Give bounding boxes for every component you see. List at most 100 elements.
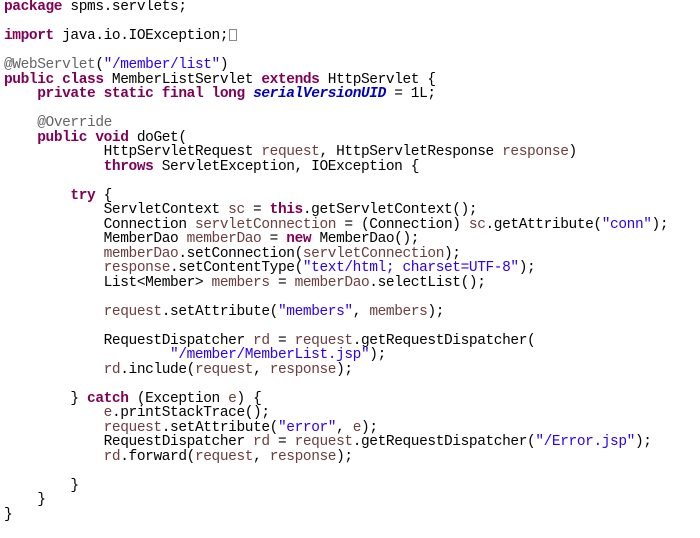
code-token-var: memberDao bbox=[186, 231, 262, 247]
code-line: public class MemberListServlet extends H… bbox=[4, 71, 694, 88]
code-token-plain bbox=[4, 449, 104, 465]
code-token-plain: } bbox=[4, 390, 88, 407]
code-token-var: response bbox=[502, 144, 569, 160]
code-token-str: "conn" bbox=[601, 216, 652, 233]
code-token-plain bbox=[245, 86, 253, 102]
code-token-plain: .setConnection( bbox=[178, 245, 303, 262]
code-token-kw: throws bbox=[103, 158, 154, 175]
code-token-str: "/member/list" bbox=[103, 57, 221, 73]
code-line: ServletContext sc = this.getServletConte… bbox=[4, 203, 694, 218]
code-line: private static final long serialVersionU… bbox=[4, 87, 694, 102]
code-line: } bbox=[4, 493, 694, 508]
code-token-plain: .getRequestDispatcher( bbox=[352, 434, 536, 450]
code-line: request.setAttribute("members", members)… bbox=[4, 303, 694, 320]
code-token-plain: .printStackTrace(); bbox=[111, 405, 270, 421]
code-line: } bbox=[4, 478, 694, 494]
code-line: ​ bbox=[4, 464, 694, 479]
code-token-var: request bbox=[103, 419, 163, 436]
code-token-var: sc bbox=[228, 202, 245, 218]
code-token-plain: } bbox=[4, 492, 46, 508]
code-line: e.printStackTrace(); bbox=[4, 406, 694, 421]
code-token-plain bbox=[4, 86, 37, 102]
code-token-plain: ServletContext bbox=[4, 202, 229, 218]
code-token-plain: , bbox=[253, 448, 270, 465]
code-token-plain: ( bbox=[95, 57, 104, 73]
code-token-plain: RequestDispatcher bbox=[4, 434, 254, 450]
code-token-kw: this bbox=[269, 202, 304, 218]
code-line: RequestDispatcher rd = request.getReques… bbox=[4, 332, 694, 349]
code-token-var: e bbox=[228, 390, 237, 407]
code-token-var: rd bbox=[103, 448, 121, 465]
code-token-plain: = bbox=[269, 274, 295, 291]
code-line: ​ bbox=[4, 14, 694, 30]
code-line: rd.include(request, response); bbox=[4, 361, 694, 378]
code-area[interactable]: package spms.servlets;​import java.io.IO… bbox=[4, 0, 694, 522]
code-line: ​ bbox=[4, 101, 694, 117]
code-token-plain: , bbox=[253, 361, 270, 378]
code-token-plain: ); bbox=[427, 303, 445, 320]
code-line: ​ bbox=[4, 43, 694, 59]
code-token-str: "/member/MemberList.jsp" bbox=[170, 347, 370, 363]
code-token-plain: , bbox=[336, 419, 353, 436]
code-token-plain: ); bbox=[336, 448, 353, 465]
code-token-plain: = bbox=[269, 434, 295, 450]
code-token-var: response bbox=[269, 361, 337, 378]
code-line: ​ bbox=[4, 174, 694, 189]
code-token-kw: catch bbox=[87, 390, 129, 407]
code-line: } catch (Exception e) { bbox=[4, 390, 694, 407]
code-line: response.setContentType("text/html; char… bbox=[4, 261, 694, 276]
code-token-plain: .forward( bbox=[120, 448, 195, 465]
code-line: ​ bbox=[4, 290, 694, 305]
code-token-plain: (Exception bbox=[128, 390, 229, 407]
code-token-plain: java.io.IOException; bbox=[53, 28, 229, 44]
code-token-kw: import bbox=[4, 28, 54, 44]
code-line: request.setAttribute("error", e); bbox=[4, 419, 694, 436]
code-token-plain: MemberListServlet bbox=[103, 71, 262, 88]
code-line: } bbox=[4, 506, 694, 523]
code-token-plain: .include( bbox=[120, 361, 195, 378]
code-token-var: servletConnection bbox=[302, 245, 445, 262]
code-line: throws ServletException, IOException { bbox=[4, 158, 694, 175]
code-token-kw: new bbox=[286, 231, 312, 247]
code-token-var: memberDao bbox=[103, 245, 179, 262]
code-line: memberDao.setConnection(servletConnectio… bbox=[4, 245, 694, 262]
code-token-plain bbox=[4, 362, 104, 378]
code-token-plain: ); bbox=[369, 347, 386, 363]
code-token-var: sc bbox=[468, 216, 486, 233]
code-token-str: "error" bbox=[277, 419, 337, 436]
code-token-ann: @WebServlet bbox=[4, 57, 96, 73]
code-token-var: servletConnection bbox=[194, 216, 337, 233]
code-token-var: request bbox=[194, 361, 254, 378]
code-token-var: request bbox=[294, 332, 354, 349]
code-token-plain: ); bbox=[361, 419, 378, 436]
code-token-kw: package bbox=[4, 0, 63, 15]
code-token-plain: RequestDispatcher bbox=[4, 332, 254, 349]
code-line: MemberDao memberDao = new MemberDao(); bbox=[4, 232, 694, 247]
code-token-kw: public void bbox=[37, 129, 129, 146]
code-token-plain: HttpServlet { bbox=[319, 71, 436, 88]
code-token-plain: , HttpServletResponse bbox=[319, 144, 503, 160]
code-token-plain bbox=[4, 304, 104, 320]
code-token-plain: } bbox=[4, 506, 13, 523]
folded-imports-icon[interactable] bbox=[229, 29, 238, 41]
code-token-var: rd bbox=[253, 332, 270, 349]
code-line: RequestDispatcher rd = request.getReques… bbox=[4, 435, 694, 450]
code-token-plain: .selectList(); bbox=[369, 274, 486, 291]
code-token-plain: ) bbox=[219, 57, 229, 73]
code-token-plain: = bbox=[269, 332, 295, 349]
code-token-var: response bbox=[269, 448, 337, 465]
code-token-kw: public class bbox=[4, 71, 104, 88]
code-token-plain: .setContentType( bbox=[170, 260, 303, 276]
code-token-kw: try bbox=[70, 187, 96, 204]
code-token-plain: ); bbox=[336, 361, 353, 378]
code-token-kw: private static final long bbox=[37, 86, 245, 102]
code-token-plain: ServletException, IOException { bbox=[153, 158, 420, 175]
code-token-plain: .setAttribute( bbox=[161, 419, 279, 436]
code-token-var: request bbox=[294, 434, 354, 450]
code-line: package spms.servlets; bbox=[4, 0, 694, 15]
code-token-plain: .getAttribute( bbox=[485, 216, 603, 233]
code-token-plain: ) bbox=[568, 144, 578, 160]
code-line: ​ bbox=[4, 377, 694, 392]
code-line: ​ bbox=[4, 319, 694, 334]
